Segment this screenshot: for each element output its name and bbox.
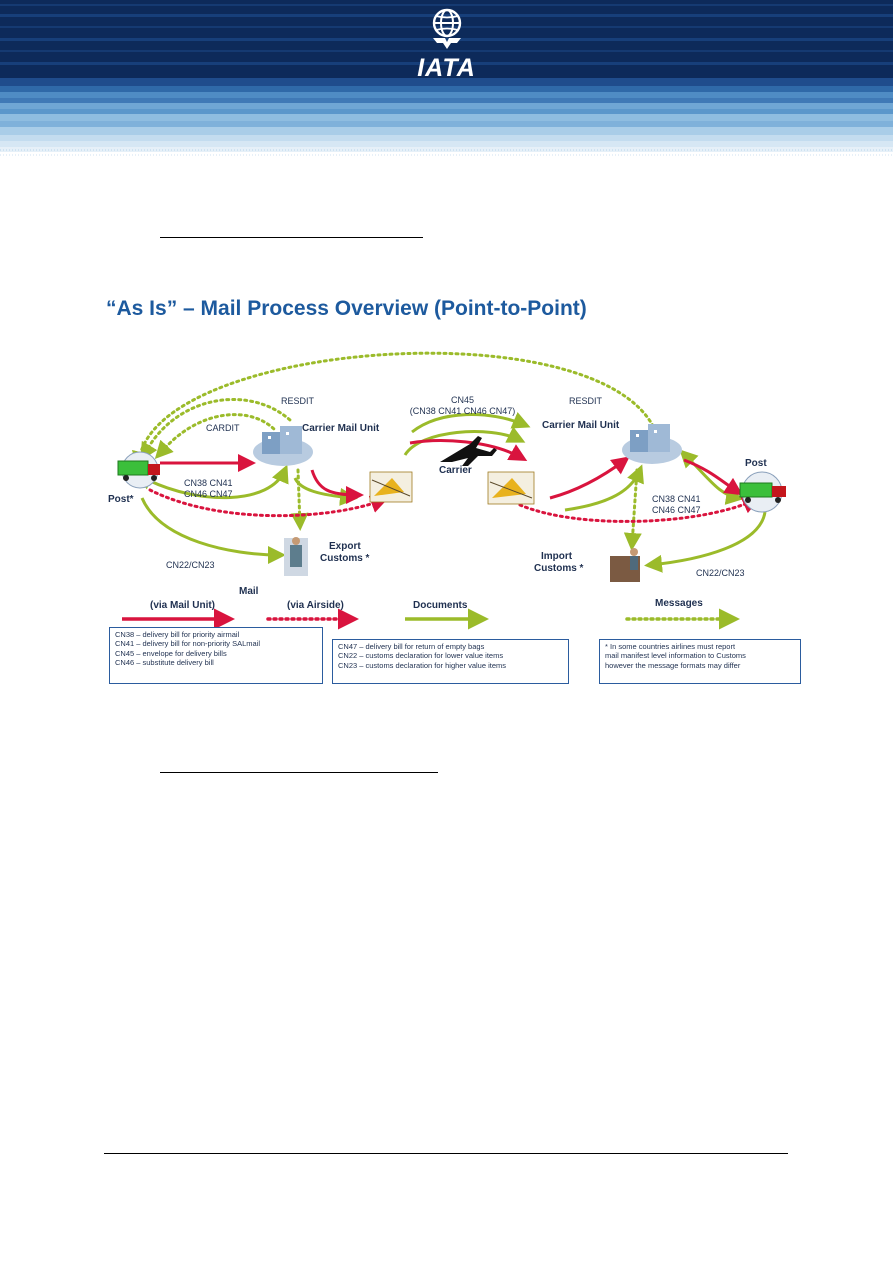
- section-rule-top: [160, 237, 423, 238]
- diagram-title: “As Is” – Mail Process Overview (Point-t…: [106, 297, 587, 320]
- cardit-label: CARDIT: [206, 423, 240, 433]
- import-customs-label-2: Customs *: [534, 563, 584, 574]
- legend-box3-line: * In some countries airlines must report: [605, 642, 736, 651]
- import-customs-icon: [610, 548, 640, 582]
- legend-box3-line: however the message formats may differ: [605, 660, 741, 670]
- legend-box2-line: CN23 – customs declaration for higher va…: [338, 660, 506, 670]
- cn-right-line2: CN46 CN47: [652, 505, 701, 515]
- post-left-label: Post*: [108, 494, 134, 505]
- section-rule-middle: [160, 772, 438, 773]
- import-customs-label-1: Import: [541, 551, 573, 562]
- mail-unit-left-icon: [253, 426, 313, 466]
- cn22-left-label: CN22/CN23: [166, 560, 215, 570]
- airplane-icon: [440, 436, 497, 466]
- export-customs-label-1: Export: [329, 541, 361, 552]
- cn-right-line1: CN38 CN41: [652, 494, 701, 504]
- legend-box1-line: CN38 – delivery bill for priority airmai…: [115, 630, 240, 639]
- export-customs-icon: [284, 537, 308, 576]
- cn-left-line2: CN46 CN47: [184, 489, 233, 499]
- cargo-left-icon: [369, 471, 413, 503]
- airside-flows: [148, 488, 761, 523]
- carrier-mail-unit-right-label: Carrier Mail Unit: [542, 420, 620, 431]
- document-flows: [134, 412, 767, 573]
- legend-box-codes-1: CN38 – delivery bill for priority airmai…: [109, 627, 323, 684]
- legend-box1-line: CN41 – delivery bill for non-priority SA…: [115, 639, 261, 649]
- logo-text: IATA: [417, 54, 476, 82]
- cargo-right-icon: [487, 471, 535, 505]
- legend-via-airside-label: (via Airside): [287, 600, 344, 611]
- message-flows: [132, 351, 657, 551]
- resdit-left-label: RESDIT: [281, 396, 315, 406]
- cn22-right-label: CN22/CN23: [696, 568, 745, 578]
- carrier-mail-unit-left-label: Carrier Mail Unit: [302, 423, 380, 434]
- legend-box1-line: CN45 – envelope for delivery bills: [115, 648, 227, 658]
- legend-box-footnote: * In some countries airlines must report…: [599, 639, 801, 684]
- legend-box1-line: CN46 – substitute delivery bill: [115, 658, 214, 668]
- legend-documents-label: Documents: [413, 600, 468, 611]
- footer-rule: [104, 1153, 788, 1154]
- export-customs-label-2: Customs *: [320, 553, 370, 564]
- legend-box2-line: CN47 – delivery bill for return of empty…: [338, 642, 485, 651]
- post-right-truck-icon: [739, 471, 786, 513]
- mail-flows: [160, 439, 743, 504]
- legend-box2-line: CN22 – customs declaration for lower val…: [338, 651, 504, 661]
- cn45-label: CN45: [450, 395, 474, 405]
- process-diagram: [117, 351, 786, 630]
- legend-box3-line: mail manifest level information to Custo…: [605, 651, 746, 661]
- wings-icon: [433, 38, 461, 49]
- header-stripes: [0, 0, 893, 160]
- legend-via-mail-unit-label: (via Mail Unit): [150, 600, 216, 611]
- cn-left-line1: CN38 CN41: [184, 478, 233, 488]
- legend-mail-label: Mail: [239, 586, 259, 597]
- globe-logo-icon: [432, 8, 462, 38]
- resdit-right-label: RESDIT: [569, 396, 603, 406]
- cn45-sub-label: (CN38 CN41 CN46 CN47): [409, 406, 516, 416]
- legend-box-codes-2: CN47 – delivery bill for return of empty…: [332, 639, 569, 684]
- legend-messages-label: Messages: [655, 598, 703, 609]
- mail-unit-right-icon: [622, 424, 682, 464]
- header-banner: [0, 0, 893, 160]
- post-left-truck-icon: [117, 451, 160, 489]
- post-right-label: Post: [745, 458, 767, 469]
- carrier-label: Carrier: [439, 465, 472, 476]
